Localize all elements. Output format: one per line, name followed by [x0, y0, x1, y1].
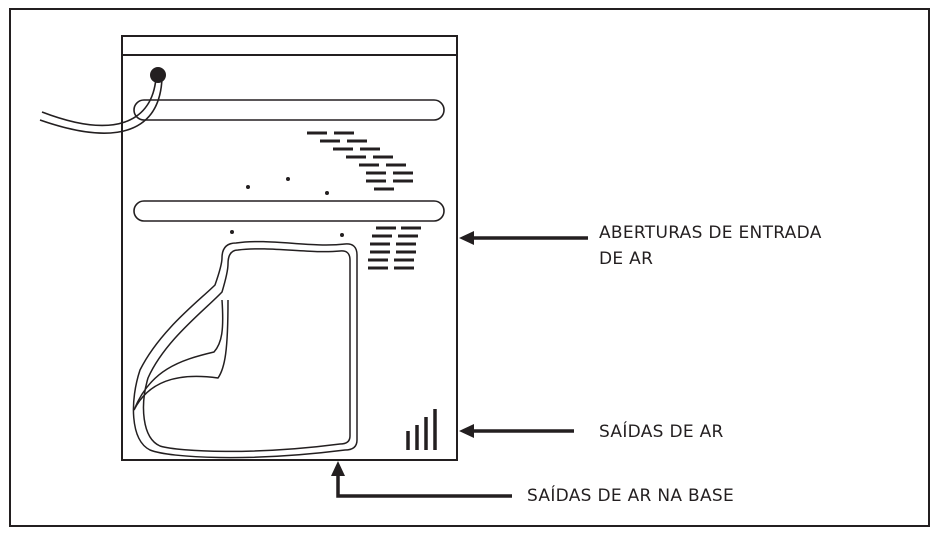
side-outlets-label: SAÍDAS DE AR — [599, 422, 724, 442]
side-outlet-bars — [406, 409, 437, 450]
base-outlets-label: SAÍDAS DE AR NA BASE — [527, 486, 735, 506]
upper-slot — [133, 99, 445, 121]
arrow-intake-vents — [459, 231, 588, 245]
door-outline — [132, 240, 358, 459]
arrow-side-outlets — [459, 424, 574, 438]
power-cord — [39, 67, 166, 134]
diagram-frame — [9, 8, 930, 527]
indicator-dots — [230, 177, 344, 237]
intake-vents-label: ABERTURAS DE ENTRADA DE AR — [599, 223, 822, 269]
arrow-base-outlets — [331, 461, 512, 498]
middle-slot — [133, 200, 445, 222]
side-intake-vents — [368, 226, 421, 270]
appliance-body — [121, 35, 458, 461]
upper-vent-dashes — [307, 131, 413, 191]
